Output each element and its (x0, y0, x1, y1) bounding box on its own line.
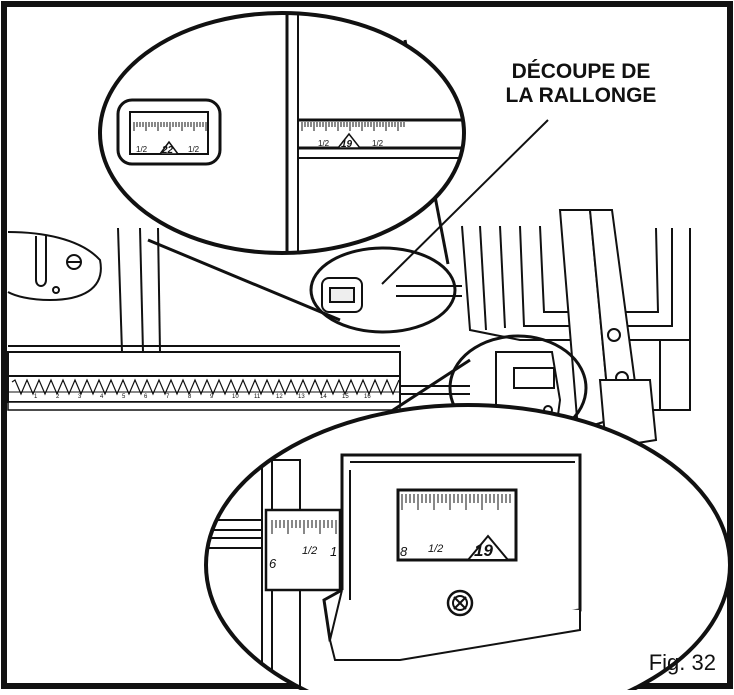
cursor-window-ticks (401, 494, 511, 510)
rail-tick-label: 14 (320, 394, 327, 400)
callout-label: DÉCOUPE DE LA RALLONGE (466, 60, 696, 108)
window-scale-center: 19 (474, 541, 493, 560)
rail-tick-label: 12 (276, 394, 283, 400)
rail-tick-label: 8 (188, 394, 192, 400)
callout-line-2: LA RALLONGE (505, 84, 657, 107)
extension-indicator (321, 277, 462, 313)
rail-tick-label: 11 (254, 394, 261, 400)
rail-tick-label: 6 (144, 394, 148, 400)
rail-tick-label: 7 (166, 394, 170, 400)
rail-tick-label: 2 (56, 394, 60, 400)
zoom-fence-cursor: 6 1/2 1 8 1/2 19 (204, 403, 732, 695)
rail-tick-label: 10 (232, 394, 239, 400)
figure-label: Fig. 32 (648, 650, 716, 675)
window-scale-half: 1/2 (428, 543, 443, 555)
detail-circle-top-small (309, 246, 457, 334)
window-center-value: 22 (161, 145, 174, 156)
saw-table (7, 225, 691, 411)
left-scale-edge: 6 (269, 556, 277, 571)
rail-tick-label: 1 (34, 394, 38, 400)
rail-tick-label: 5 (122, 394, 126, 400)
callout-line-1: DÉCOUPE DE (511, 60, 651, 83)
rail-center-value: 19 (341, 139, 353, 150)
rail-tick-label: 13 (298, 394, 305, 400)
rail-tick-label: 9 (210, 394, 214, 400)
rail-tick-label: 16 (364, 394, 371, 400)
window-half-right: 1/2 (188, 145, 200, 154)
rail-tick-label: 4 (100, 394, 104, 400)
cursor-scale-ticks-left (271, 520, 337, 534)
rail-scale-ticks-top (301, 122, 405, 131)
window-half-left: 1/2 (136, 145, 148, 154)
rail-half-right: 1/2 (372, 139, 384, 148)
window-scale-edge: 8 (400, 544, 408, 559)
rail-zigzag (11, 378, 400, 396)
window-scale-ticks (133, 122, 207, 131)
zoom-extension-cutout: 1/2 22 1/2 1/2 19 1/2 (98, 11, 466, 255)
callout-arrow (381, 119, 549, 285)
leader-top-left (147, 238, 341, 322)
rail-tick-label: 3 (78, 394, 82, 400)
left-scale-half: 1/2 (302, 545, 317, 557)
rail-half-left: 1/2 (318, 139, 330, 148)
left-scale-next: 1 (330, 544, 337, 559)
rail-tick-label: 15 (342, 394, 349, 400)
